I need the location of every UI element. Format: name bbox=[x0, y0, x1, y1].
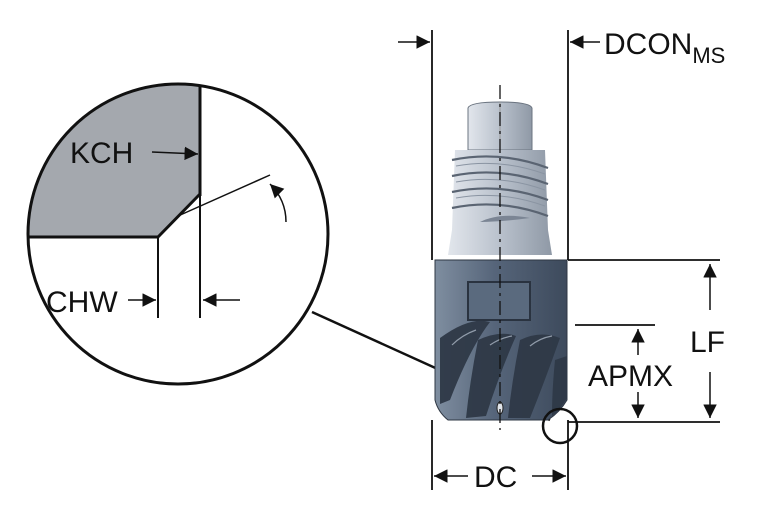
wrench-flat bbox=[467, 281, 531, 321]
dc-dimension: DC bbox=[431, 420, 569, 494]
dcon-label: DCONMS bbox=[604, 28, 725, 68]
chamfer-detail-view: KCH CHW bbox=[26, 82, 330, 386]
apmx-label: APMX bbox=[588, 360, 673, 393]
detail-circle bbox=[26, 82, 330, 386]
end-mill-tool bbox=[434, 101, 568, 421]
detail-marker-circle bbox=[541, 407, 579, 445]
lf-label: LF bbox=[690, 326, 725, 359]
kch-label: KCH bbox=[70, 137, 133, 170]
length-dimensions: LF APMX bbox=[568, 259, 725, 423]
dcon-dimension: DCONMS bbox=[398, 28, 725, 260]
chw-label: CHW bbox=[46, 286, 118, 319]
dc-label: DC bbox=[474, 461, 517, 494]
